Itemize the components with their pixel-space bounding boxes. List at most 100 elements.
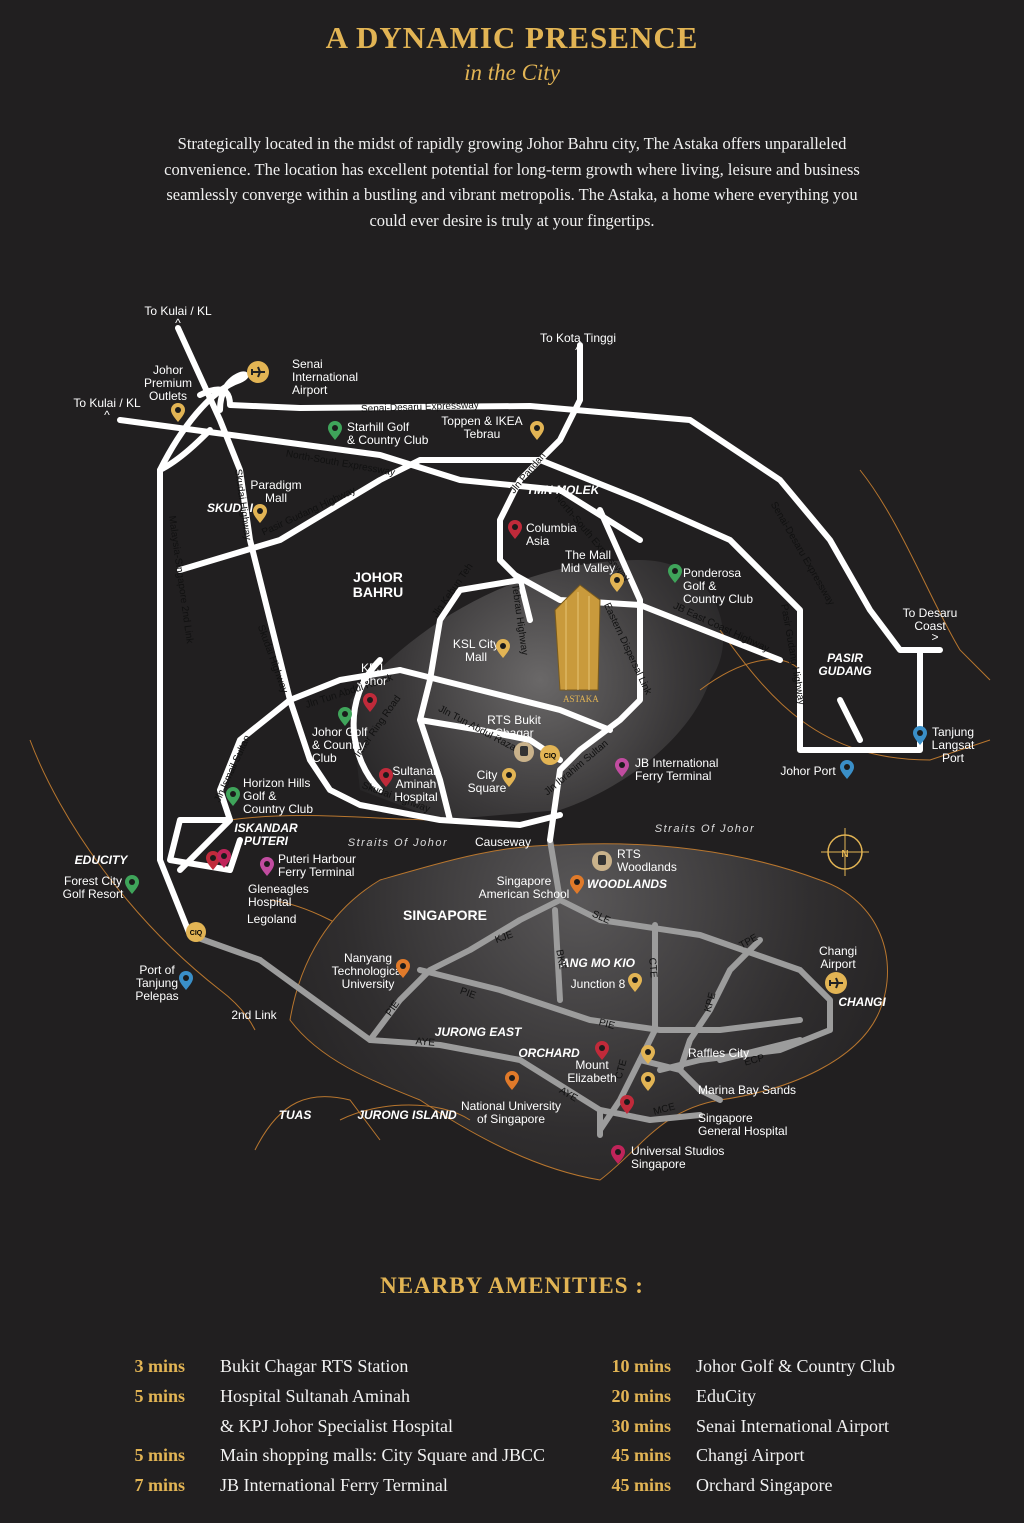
poi-label: Johor Port <box>780 764 836 778</box>
poi-label: Junction 8 <box>571 977 626 991</box>
amenity-time: 45 mins <box>611 1445 671 1466</box>
area-label: EDUCITY <box>75 853 129 867</box>
school-icon <box>396 959 410 978</box>
coastlines <box>29 469 991 1181</box>
amenity-time: 30 mins <box>611 1415 671 1436</box>
sg-road-label: ECP <box>743 1053 766 1069</box>
mall-icon <box>530 421 544 440</box>
poi-label: Legoland <box>247 912 296 926</box>
page-title: A DYNAMIC PRESENCE <box>325 20 699 55</box>
amenity-place: Main shopping malls: City Square and JBC… <box>220 1445 546 1466</box>
amenity-time: 20 mins <box>611 1385 671 1406</box>
poi-label: Causeway <box>475 835 531 849</box>
hospital-icon <box>379 768 393 787</box>
poi-label: Starhill Golf& Country Club <box>347 420 429 447</box>
area-label: WOODLANDS <box>587 877 667 891</box>
amenity-time: 45 mins <box>611 1475 671 1496</box>
region-label-singapore: SINGAPORE <box>403 907 487 923</box>
direction-arrow: ^ <box>575 343 581 357</box>
golf-icon <box>668 564 682 583</box>
amenity-row: 20 mins <box>0 1386 671 1414</box>
tower-label: ASTAKA <box>563 694 599 704</box>
mall-icon <box>253 504 267 523</box>
port-icon <box>840 760 854 779</box>
amenity-time: 10 mins <box>611 1356 671 1376</box>
golf-icon <box>226 787 240 806</box>
amenity-place: JB International Ferry Terminal <box>220 1475 448 1496</box>
mall-icon <box>610 573 624 592</box>
direction-arrow: ^ <box>104 408 110 422</box>
amenities-title: NEARBY AMENITIES : <box>380 1273 644 1298</box>
straits-label: Straits Of Johor <box>348 837 448 849</box>
golf-icon <box>125 875 139 894</box>
amenity-time: 7 mins <box>134 1475 185 1496</box>
area-label: JURONG ISLAND <box>357 1108 457 1122</box>
amenity-row: 45 mins <box>0 1475 671 1503</box>
road-label: Malaysia-Singapore 2nd Link <box>166 515 195 645</box>
johor-roads <box>117 325 943 938</box>
amenity-place: Changi Airport <box>696 1445 805 1466</box>
amenity-time: 5 mins <box>134 1385 185 1406</box>
port-icon <box>179 971 193 990</box>
hospital-icon <box>206 851 220 870</box>
area-label: JURONG EAST <box>435 1025 523 1039</box>
amenity-place: EduCity <box>696 1385 757 1406</box>
ciq-label-2nd-link: CIQ <box>190 930 203 937</box>
airport-icon <box>247 361 269 383</box>
amenity-row: 45 mins <box>0 1445 671 1473</box>
amenity-row: 3 mins <box>0 1356 185 1384</box>
hospital-icon <box>595 1041 609 1060</box>
amenity-row: 5 mins <box>0 1386 185 1414</box>
area-label: CHANGI <box>838 995 886 1009</box>
amenity-row: 30 mins <box>0 1416 671 1444</box>
amenity-place: Senai International Airport <box>696 1415 889 1436</box>
intro-paragraph: Strategically located in the midst of ra… <box>164 134 860 230</box>
sg-road-label: CTE <box>646 957 659 978</box>
direction-label: To Kulai / KL <box>73 396 141 410</box>
poi-label: Raffles City <box>688 1046 749 1060</box>
amenity-row: 5 mins <box>0 1445 185 1473</box>
mall-icon <box>641 1072 655 1091</box>
golf-icon <box>338 707 352 726</box>
straits-label: Straits Of Johor <box>655 823 755 835</box>
compass-label: N <box>841 849 848 860</box>
hospital-icon <box>620 1095 634 1114</box>
area-label: SKUDAI <box>207 501 254 515</box>
rail-icon <box>514 742 534 762</box>
amenity-place: Orchard Singapore <box>696 1475 833 1496</box>
sg-road-label: AYE <box>415 1036 435 1049</box>
sg-road-label: PIE <box>597 1017 616 1032</box>
astaka-tower: ASTAKA <box>554 584 601 704</box>
singapore-roads <box>187 837 833 1138</box>
sg-road-label: KPE <box>703 991 719 1013</box>
amenity-place: Hospital Sultanah Aminah <box>220 1385 410 1406</box>
amenity-row: 7 mins <box>0 1475 185 1503</box>
hospital-icon <box>363 693 377 712</box>
poi-label: 2nd Link <box>231 1008 277 1022</box>
direction-arrow: ^ <box>175 316 181 330</box>
school-icon <box>570 875 584 894</box>
ferry-icon <box>260 857 274 876</box>
mall-icon <box>502 768 516 787</box>
amenity-place: Bukit Chagar RTS Station <box>220 1356 409 1376</box>
